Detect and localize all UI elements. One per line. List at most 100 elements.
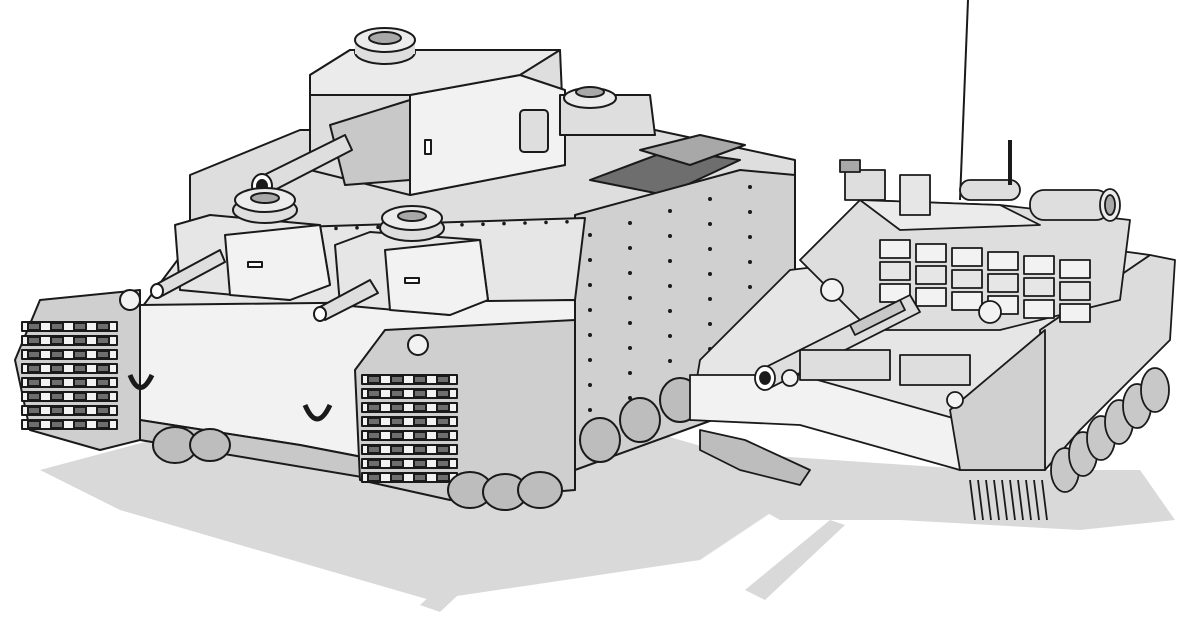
- track-link-hole: [436, 417, 450, 426]
- era-block: [1059, 281, 1091, 301]
- track-link-hole: [367, 473, 381, 482]
- rivet: [502, 221, 506, 226]
- track-link-hole: [27, 378, 41, 387]
- rear-stowage: [959, 179, 1121, 222]
- track-link-hole: [390, 473, 404, 482]
- era-block: [1059, 303, 1091, 323]
- track-link-hole: [96, 336, 110, 345]
- rivet: [481, 222, 485, 226]
- track-link: [21, 377, 118, 388]
- engine-grille: [589, 134, 746, 196]
- track-link-hole: [27, 364, 41, 373]
- rivet: [748, 235, 752, 239]
- rivet: [588, 308, 592, 312]
- rivet: [523, 221, 527, 225]
- track-link: [993, 479, 1000, 521]
- track-link-hole: [413, 403, 427, 412]
- rivet: [628, 246, 632, 250]
- track-link-hole: [50, 420, 64, 429]
- track-assembly-left: [14, 289, 231, 464]
- track-link: [21, 419, 118, 430]
- track-link-hole: [50, 364, 64, 373]
- track-link-hole: [436, 445, 450, 454]
- track-link-hole: [413, 375, 427, 384]
- track-link-hole: [367, 459, 381, 468]
- track-link-hole: [50, 350, 64, 359]
- track-link-hole: [367, 375, 381, 384]
- rivet: [708, 222, 712, 226]
- track-link-hole: [96, 378, 110, 387]
- track-link: [361, 416, 458, 427]
- rivet: [628, 321, 632, 325]
- track-link-hole: [73, 378, 87, 387]
- rear-sub-turret: [559, 86, 656, 136]
- radio-antenna: [959, 0, 969, 201]
- track-link: [21, 391, 118, 402]
- track-link-hole: [27, 420, 41, 429]
- track-link-hole: [413, 417, 427, 426]
- rivet: [748, 210, 752, 214]
- track-link: [985, 479, 992, 521]
- rivet: [748, 185, 752, 189]
- track-link-hole: [96, 322, 110, 331]
- track-link-hole: [390, 431, 404, 440]
- track-link-hole: [27, 392, 41, 401]
- turret-searchlights: [820, 278, 1002, 324]
- track-link-hole: [50, 378, 64, 387]
- rivet: [460, 223, 464, 227]
- track-link: [1009, 479, 1016, 521]
- track-left-front: [699, 429, 811, 486]
- rivet: [668, 284, 672, 288]
- track-link-hole: [390, 375, 404, 384]
- track-link-hole: [436, 459, 450, 468]
- track-link-hole: [73, 350, 87, 359]
- era-block: [879, 239, 911, 259]
- front-hull-details: [781, 349, 971, 409]
- track-link-hole: [367, 417, 381, 426]
- track-link-hole: [50, 392, 64, 401]
- track-link: [361, 444, 458, 455]
- track-link: [969, 479, 976, 521]
- track-link-hole: [413, 431, 427, 440]
- track-link: [21, 335, 118, 346]
- rivet: [628, 271, 632, 275]
- era-block: [1023, 299, 1055, 319]
- track-link: [1041, 479, 1048, 521]
- track-link-hole: [27, 322, 41, 331]
- front-right-sub-turret: [313, 205, 489, 322]
- rivet: [668, 234, 672, 238]
- track-link-hole: [436, 389, 450, 398]
- rivet: [628, 396, 632, 400]
- track-link-hole: [436, 375, 450, 384]
- era-block: [915, 243, 947, 263]
- rivet: [708, 197, 712, 201]
- era-block: [987, 273, 1019, 293]
- track-link-hole: [390, 417, 404, 426]
- rivet: [708, 322, 712, 326]
- rivet: [334, 226, 338, 231]
- track-link: [361, 388, 458, 399]
- track-link-hole: [413, 473, 427, 482]
- rivet: [588, 383, 592, 387]
- track-link: [21, 321, 118, 332]
- rivet: [628, 296, 632, 300]
- track-link-hole: [367, 403, 381, 412]
- rivet: [588, 333, 592, 337]
- rivet: [588, 283, 592, 287]
- headlights: [119, 289, 429, 356]
- track-link-hole: [436, 431, 450, 440]
- track-link: [1017, 479, 1024, 521]
- era-block: [951, 247, 983, 267]
- era-block: [915, 265, 947, 285]
- era-block: [951, 269, 983, 289]
- rivet: [668, 359, 672, 363]
- track-guard-left: [21, 321, 118, 430]
- track-link: [21, 363, 118, 374]
- rivet: [628, 371, 632, 375]
- rivet: [588, 233, 592, 237]
- track-link-hole: [73, 406, 87, 415]
- track-link-hole: [27, 406, 41, 415]
- track-link: [1001, 479, 1008, 521]
